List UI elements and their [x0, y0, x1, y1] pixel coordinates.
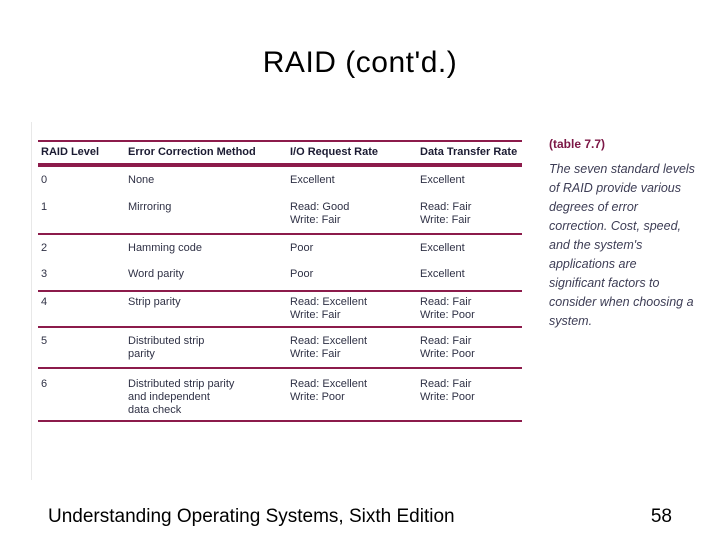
footer: Understanding Operating Systems, Sixth E…: [48, 506, 672, 528]
table-header-rule: [38, 163, 522, 167]
raid-table: RAID Level Error Correction Method I/O R…: [38, 140, 522, 422]
cell-transfer-rate: Read: Fair Write: Poor: [420, 378, 475, 403]
cell-io-rate: Read: Excellent Write: Fair: [290, 335, 368, 360]
cell-method: Word parity: [128, 268, 185, 280]
table-row-raid-4: 4 Strip parity Read: Excellent Write: Fa…: [38, 292, 522, 328]
cell-io-rate: Read: Excellent Write: Poor: [290, 378, 368, 403]
column-header-data-transfer: Data Transfer Rate: [420, 146, 518, 158]
table-row-raid-5: 5 Distributed strip parity Read: Excelle…: [38, 328, 522, 369]
cell-io-rate: Poor: [290, 242, 314, 254]
cell-io-rate: Read: Excellent Write: Fair: [290, 296, 368, 321]
cell-method: Distributed strip parity and independent…: [128, 378, 235, 416]
cell-transfer-rate: Read: Fair Write: Poor: [420, 335, 475, 360]
column-header-error-correction: Error Correction Method: [128, 146, 256, 158]
page-number: 58: [650, 506, 672, 527]
table-top-rule: [38, 140, 522, 142]
table-row-raid-6: 6 Distributed strip parity and independe…: [38, 369, 522, 422]
cell-method: Distributed strip parity: [128, 335, 205, 360]
table-row-raid-3: 3 Word parity Poor Excellent: [38, 264, 522, 292]
table-figure: RAID Level Error Correction Method I/O R…: [31, 122, 695, 480]
cell-level: 4: [41, 296, 48, 308]
table-row-raid-1: 1 Mirroring Read: Good Write: Fair Read:…: [38, 200, 522, 235]
footer-book-title: Understanding Operating Systems, Sixth E…: [48, 506, 455, 527]
table-row-raid-2: 2 Hamming code Poor Excellent: [38, 235, 522, 264]
cell-level: 5: [41, 335, 48, 347]
cell-method: Mirroring: [128, 201, 172, 213]
cell-method: Hamming code: [128, 242, 202, 254]
table-number-label: (table 7.7): [549, 137, 606, 151]
cell-transfer-rate: Excellent: [420, 242, 465, 254]
cell-transfer-rate: Read: Fair Write: Fair: [420, 201, 472, 226]
cell-transfer-rate: Excellent: [420, 174, 465, 186]
cell-method: Strip parity: [128, 296, 181, 308]
column-header-raid-level: RAID Level: [41, 146, 100, 158]
column-header-io-request: I/O Request Rate: [290, 146, 379, 158]
cell-transfer-rate: Read: Fair Write: Poor: [420, 296, 475, 321]
cell-transfer-rate: Excellent: [420, 268, 465, 280]
slide-title: RAID (cont'd.): [262, 46, 458, 79]
cell-io-rate: Excellent: [290, 174, 335, 186]
table-caption-text: The seven standard levels of RAID provid…: [549, 162, 695, 328]
cell-level: 3: [41, 268, 48, 280]
cell-io-rate: Read: Good Write: Fair: [290, 201, 350, 226]
table-header-row: RAID Level Error Correction Method I/O R…: [38, 142, 522, 163]
cell-level: 6: [41, 378, 48, 390]
table-row-raid-0: 0 None Excellent Excellent: [38, 167, 522, 200]
cell-io-rate: Poor: [290, 268, 314, 280]
cell-method: None: [128, 174, 155, 186]
cell-level: 2: [41, 242, 48, 254]
table-caption: (table 7.7) The seven standard levels of…: [549, 137, 699, 331]
cell-level: 1: [41, 201, 48, 213]
cell-level: 0: [41, 174, 48, 186]
